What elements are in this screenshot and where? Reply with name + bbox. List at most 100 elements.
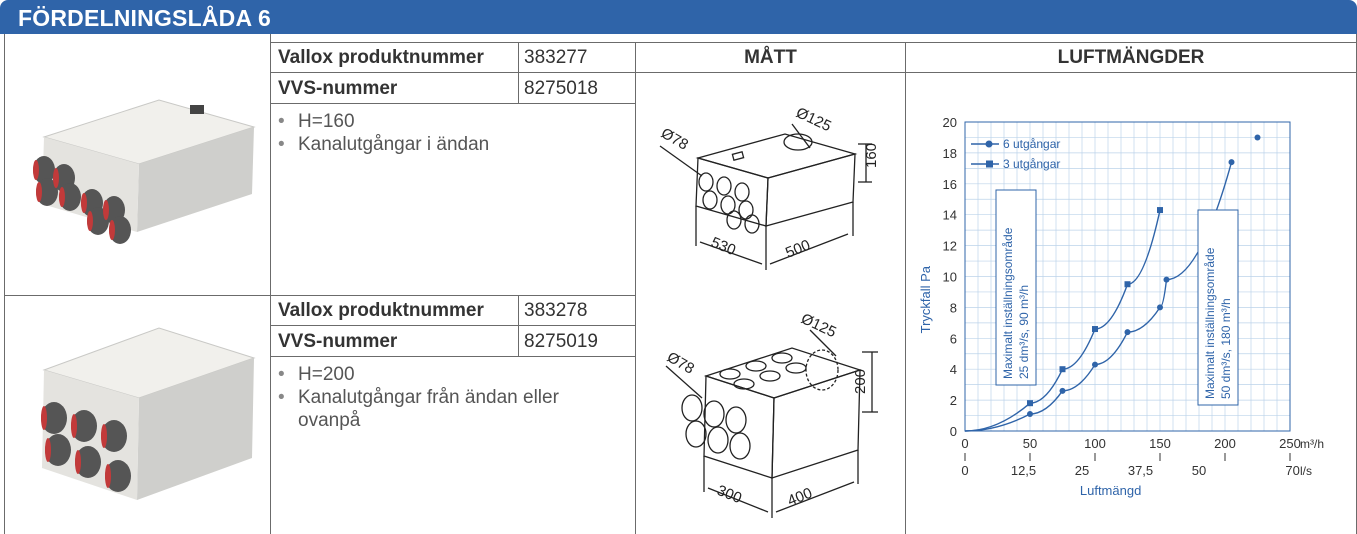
y-tick-label: 0: [950, 424, 957, 439]
grid-line: [270, 34, 271, 534]
data-point: [1027, 411, 1033, 418]
annotation-text: Maximalt inställningsområde: [1001, 227, 1015, 379]
dim-width: 500: [783, 237, 813, 262]
dim-width: 400: [785, 485, 815, 510]
x-tick-label: 0: [961, 436, 968, 451]
y-tick-label: 10: [943, 270, 957, 285]
x2-tick-label: 50: [1192, 463, 1206, 478]
grid-line: [905, 42, 906, 534]
grid-line: [270, 325, 636, 326]
feature-item-continued: ovanpå: [276, 409, 559, 432]
annotation-text: 50 dm³/s, 180 m³/h: [1219, 298, 1233, 399]
x-tick-label: 50: [1023, 436, 1037, 451]
x-tick-label: 250: [1279, 436, 1301, 451]
vvs-number: 8275018: [524, 78, 598, 99]
feature-item: H=160: [276, 110, 489, 133]
feature-list: H=200 Kanalutgångar från ändan eller ova…: [276, 363, 559, 432]
grid-line: [270, 103, 636, 104]
y-tick-label: 14: [943, 208, 957, 223]
product-number: 383277: [524, 47, 588, 68]
legend-marker: [986, 160, 993, 168]
column-heading-airflow: LUFTMÄNGDER: [1057, 47, 1205, 68]
x-tick-label: 200: [1214, 436, 1236, 451]
x2-unit-label: l/s: [1300, 464, 1312, 478]
y-tick-label: 8: [950, 300, 957, 315]
series-line: [964, 209, 1161, 432]
dim-small-diameter: Ø78: [664, 349, 697, 378]
x2-tick-label: 70: [1285, 463, 1299, 478]
annotation-text: 25 dm³/s, 90 m³/h: [1017, 285, 1031, 379]
data-point: [1163, 276, 1170, 283]
data-point: [1027, 400, 1033, 407]
product-number-label: Vallox produktnummer: [278, 300, 484, 321]
feature-list: H=160 Kanalutgångar i ändan: [276, 110, 489, 156]
y-tick-label: 2: [950, 393, 957, 408]
annotation-box: [995, 189, 1037, 386]
y-tick-label: 18: [943, 146, 957, 161]
feature-item: Kanalutgångar i ändan: [276, 133, 489, 156]
page-title: FÖRDELNINGSLÅDA 6: [18, 5, 271, 31]
x2-tick-label: 12,5: [1011, 463, 1036, 478]
vvs-number: 8275019: [524, 331, 598, 352]
x2-tick-label: 37,5: [1128, 463, 1153, 478]
dimension-drawing: Ø78 Ø125 160 530 500: [658, 106, 880, 270]
duct-outlets: [41, 402, 131, 492]
vvs-number-label: VVS-nummer: [278, 78, 398, 99]
y-tick-label: 20: [943, 115, 957, 130]
grid-line: [270, 42, 1357, 43]
data-point: [1157, 304, 1163, 311]
data-point: [1059, 387, 1066, 394]
product-number: 383278: [524, 300, 588, 321]
product-photo: [33, 99, 256, 244]
x2-tick-label: 0: [961, 463, 968, 478]
feature-item: H=200: [276, 363, 559, 386]
column-heading-dims: MÅTT: [744, 47, 797, 68]
legend-label: 6 utgångar: [1003, 137, 1060, 151]
x-tick-label: 100: [1084, 436, 1106, 451]
data-point: [1092, 361, 1098, 368]
grid-line: [4, 295, 636, 296]
data-point: [1157, 207, 1163, 214]
data-point: [1124, 281, 1131, 288]
duct-outlet-icon: [190, 105, 204, 114]
dim-large-diameter: Ø125: [793, 106, 833, 135]
x-axis-label: Luftmängd: [1080, 483, 1141, 498]
dimension-drawing: Ø78 Ø125 200 300 400: [664, 310, 878, 518]
dim-small-diameter: Ø78: [658, 125, 691, 154]
grid-line: [270, 356, 636, 357]
product-photo: [41, 327, 256, 500]
product-number-label: Vallox produktnummer: [278, 47, 484, 68]
data-point: [1228, 159, 1235, 166]
dim-height: 200: [852, 369, 869, 394]
data-point: [1059, 366, 1066, 373]
annotation-box: [1197, 209, 1239, 406]
x-tick-label: 150: [1149, 436, 1171, 451]
y-tick-label: 12: [943, 239, 957, 254]
data-point: [1124, 329, 1131, 336]
feature-item: Kanalutgångar från ändan eller: [276, 386, 559, 409]
data-point: [1092, 326, 1098, 333]
annotation-text: Maximalt inställningsområde: [1203, 247, 1217, 399]
y-tick-label: 4: [950, 362, 957, 377]
vvs-number-label: VVS-nummer: [278, 331, 398, 352]
y-tick-label: 6: [950, 331, 957, 346]
dim-length: 300: [715, 482, 745, 507]
grid-line: [270, 72, 1357, 73]
duct-outlets: [33, 156, 131, 244]
legend-marker: [985, 140, 993, 148]
plot-frame: [964, 121, 1291, 432]
y-axis-label: Tryckfall Pa: [918, 265, 933, 333]
header-bar: FÖRDELNINGSLÅDA 6: [0, 0, 1357, 34]
grid-line: [635, 42, 636, 534]
x2-tick-label: 25: [1075, 463, 1089, 478]
dim-large-diameter: Ø125: [798, 310, 838, 341]
dim-length: 530: [709, 234, 739, 259]
x-unit-label: m³/h: [1300, 437, 1324, 451]
dim-height: 160: [863, 143, 880, 168]
grid-line: [4, 34, 5, 534]
y-tick-label: 16: [943, 177, 957, 192]
feature-item-text: ovanpå: [298, 410, 361, 431]
data-point: [1254, 134, 1261, 141]
legend-label: 3 utgångar: [1003, 157, 1060, 171]
